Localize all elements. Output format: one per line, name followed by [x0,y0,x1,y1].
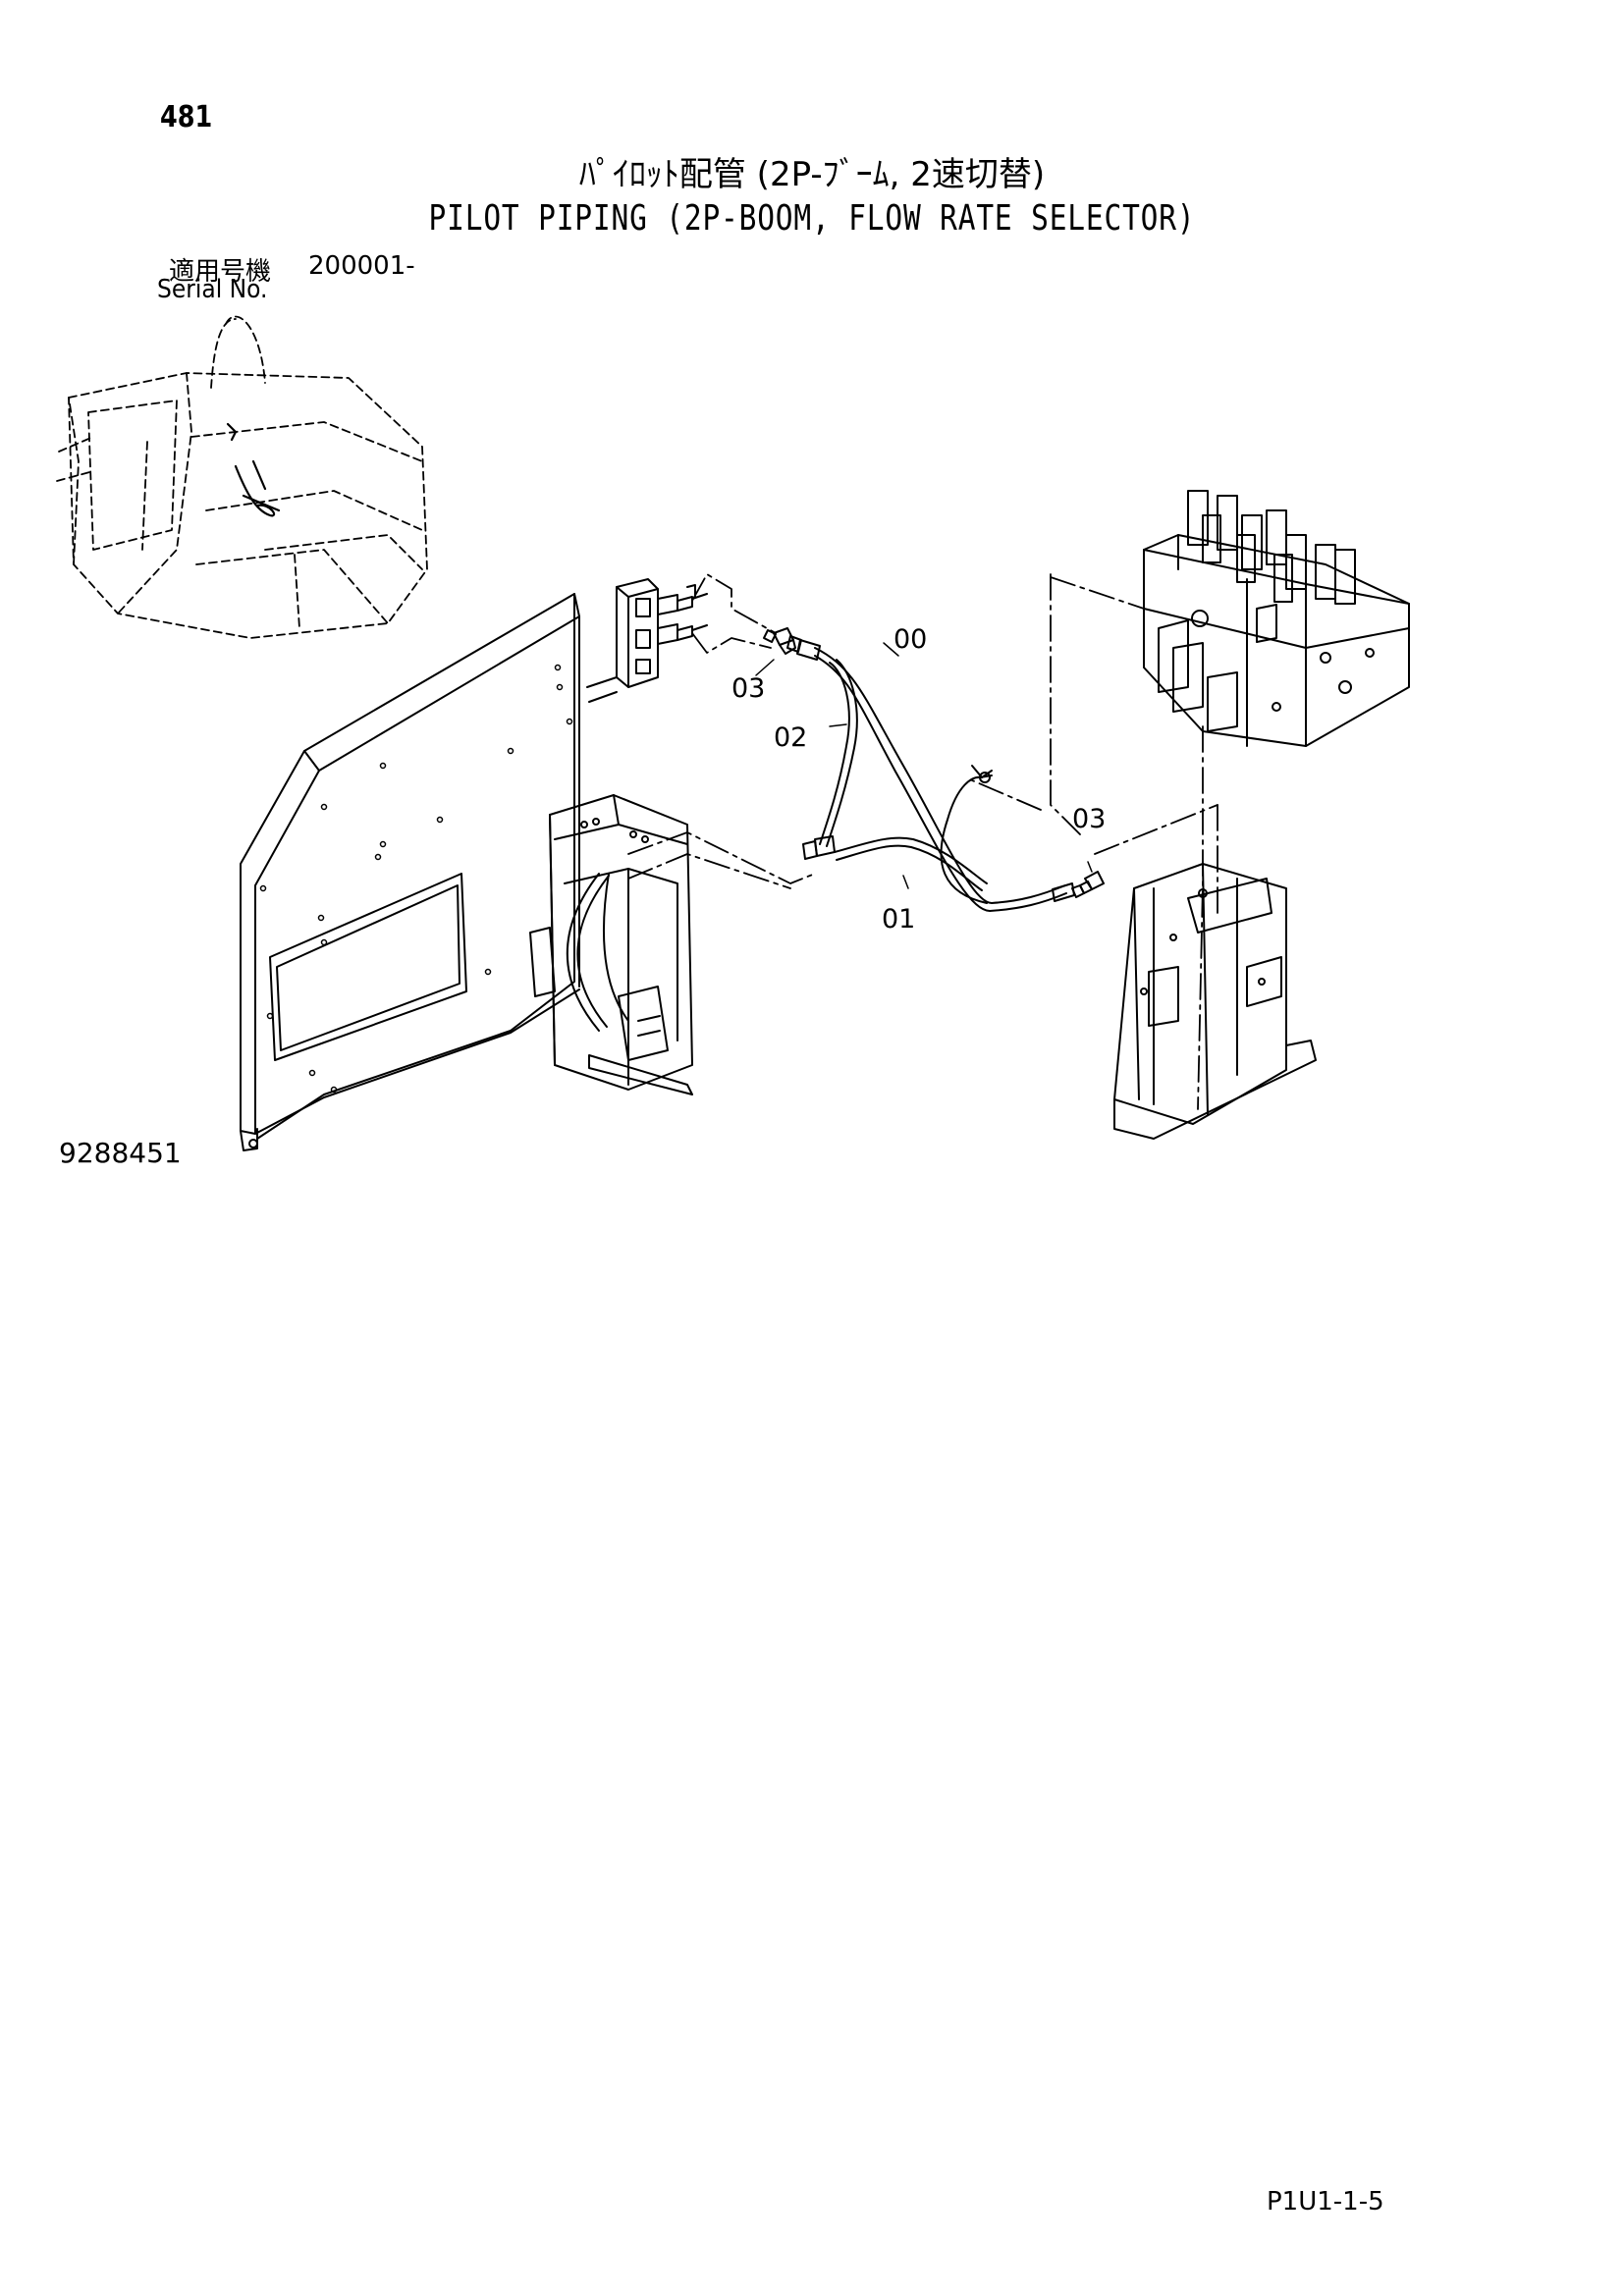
valve-support-bracket [1113,863,1317,1140]
page-title-english: PILOT PIPING (2P-BOOM, FLOW RATE SELECTO… [428,198,1196,239]
serial-number-value: 200001- [308,251,415,281]
adapter-fitting-03-right [1071,871,1105,898]
excavator-overview-illustration [56,315,428,639]
main-control-valve [1143,490,1410,747]
page-title-japanese: ﾊﾟｲﾛｯﾄ配管 (2P-ﾌﾞｰﾑ, 2速切替) [578,155,1046,194]
drawing-number: 9288451 [59,1137,182,1169]
page-number: 481 [160,100,213,134]
callout-01: 01 [882,904,915,934]
excavator-highlight-hose [226,422,281,517]
adapter-fitting-03-left [763,627,796,655]
serial-label-english: Serial No. [157,275,268,304]
callout-03-left: 03 [731,673,765,704]
callout-00: 00 [893,624,927,655]
pilot-valve-assembly [529,794,693,1095]
callout-02: 02 [774,722,807,753]
page-code: P1U1-1-5 [1267,2187,1384,2216]
hose-01 [834,765,993,904]
cab-panel-bracket [240,593,580,1151]
hose-00 [786,635,1075,912]
solenoid-valve-block [586,578,708,703]
serial-label-japanese: 適用号機 [169,257,272,287]
callout-leaders [755,642,1093,889]
callout-03-right: 03 [1072,804,1106,834]
hose-02 [802,659,858,860]
